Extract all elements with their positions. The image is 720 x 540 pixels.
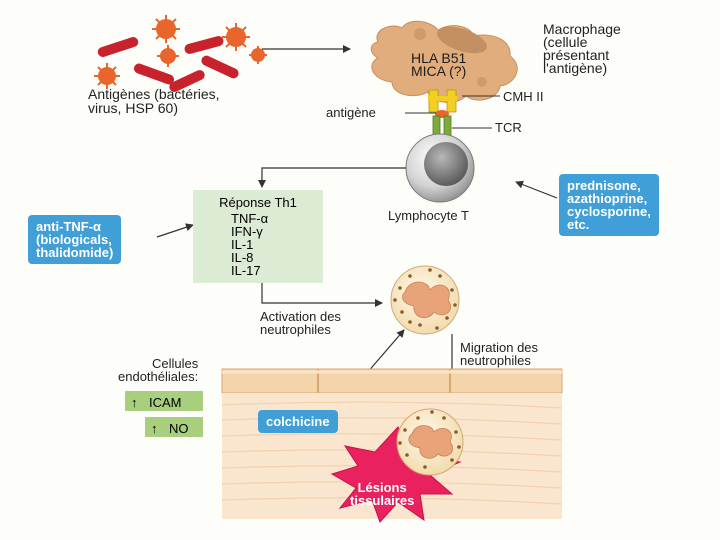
- cytokine-il17: IL-17: [231, 263, 261, 278]
- no-marker: ↑ NO: [145, 417, 203, 437]
- macrophage-inner-label: HLA B51 MICA (?): [411, 50, 467, 79]
- cmh-ii-receptor: [428, 89, 457, 113]
- anti-tnf-box: anti-TNF-α (biologicals, thalidomide): [28, 215, 122, 264]
- lymphocyte-nucleus: [424, 142, 468, 186]
- up-arrow-icon: ↑: [151, 421, 158, 436]
- arrow-immunosuppressants: [515, 180, 558, 199]
- cmh-ii-label: CMH II: [503, 89, 544, 104]
- migration-label: Migration des neutrophiles: [460, 340, 539, 368]
- th1-title: Réponse Th1: [219, 195, 297, 210]
- antigens-label: Antigènes (bactéries, virus, HSP 60): [88, 86, 220, 116]
- endothelial-layer: [221, 368, 563, 394]
- up-arrow-icon: ↑: [131, 395, 138, 410]
- neutrophil-tissue: [396, 408, 464, 476]
- cytokine-tnf: TNF-α: [231, 211, 269, 226]
- macrophage-caption: Macrophage (cellule présentant l'antigèn…: [543, 21, 621, 76]
- colchicine-box: colchicine: [258, 410, 338, 433]
- activation-label: Activation des neutrophiles: [260, 309, 341, 337]
- endothelial-label: Cellules endothéliales:: [118, 356, 199, 384]
- arrow-th1-to-neutrophil: [261, 283, 383, 307]
- immunosuppressants-box: prednisone, azathioprine, cyclosporine, …: [559, 174, 659, 236]
- arrow-anti-tnf: [156, 223, 194, 238]
- arrow-lymphocyte-to-th1: [258, 167, 406, 188]
- cytokine-il8: IL-8: [231, 250, 254, 265]
- antigene-label: antigène: [326, 105, 376, 120]
- neutrophil-activated: [390, 265, 460, 335]
- no-label: NO: [169, 421, 189, 436]
- lesions-label: Lésions tissulaires: [350, 480, 415, 508]
- cytokine-il1: IL-1: [231, 237, 254, 252]
- icam-label: ICAM: [149, 395, 182, 410]
- lymphocyte-label: Lymphocyte T: [388, 208, 469, 223]
- th1-response-box: Réponse Th1 TNF-α IFN-γ IL-1 IL-8 IL-17: [193, 190, 323, 283]
- tcr-label: TCR: [495, 120, 522, 135]
- antigen-bacteria-icon: [97, 36, 239, 92]
- antigen-virus-icon: [94, 15, 267, 89]
- cytokine-ifn: IFN-γ: [231, 224, 263, 239]
- icam-marker: ↑ ICAM: [125, 391, 203, 411]
- macrophage-nucleus: [437, 26, 487, 54]
